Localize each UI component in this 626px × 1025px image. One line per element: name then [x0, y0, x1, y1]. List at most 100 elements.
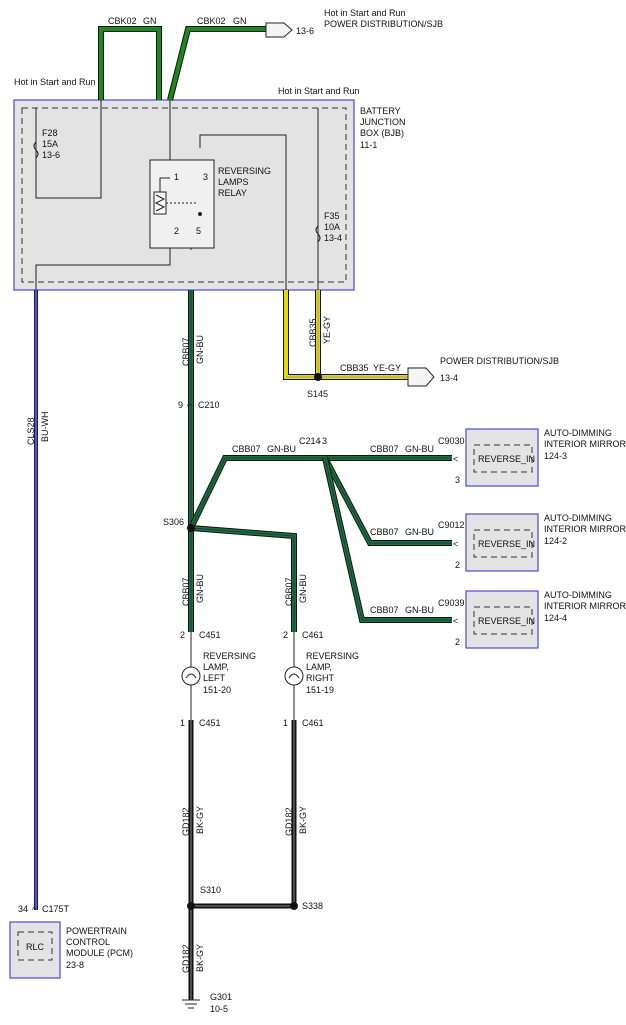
mirror-2-name-line2: INTERIOR MIRROR	[544, 524, 626, 534]
wire-label-cbb07-mirror3-color: GN-BU	[405, 605, 434, 615]
connector-c214-dash: -	[318, 436, 321, 446]
connector-c175t: C175T	[42, 904, 70, 914]
wire-label-gd182-ground-color: BK-GY	[195, 944, 205, 972]
wire-label-gd182-left: GD182	[181, 807, 191, 836]
wire-label-cbb07-mirror1: CBB07	[370, 444, 399, 454]
wire-label-cbb07-mirror3: CBB07	[370, 605, 399, 615]
hot-left-label: Hot in Start and Run	[14, 77, 96, 87]
lamp-right-name-line3: RIGHT	[306, 673, 335, 683]
splice-s145-dot	[314, 373, 322, 381]
mirror-2-connector: C9012	[438, 520, 465, 530]
pcm-inner-dashed	[17, 931, 53, 961]
connector-c451-bot: C451	[199, 718, 221, 728]
wire-label-cbb35-vert: CBB35	[308, 318, 318, 347]
bjb-ref: 11-1	[360, 140, 377, 150]
pcm-name-line2: CONTROL	[66, 937, 110, 947]
splice-s338-dot	[290, 902, 298, 910]
mirror-3-name-line2: INTERIOR MIRROR	[544, 601, 626, 611]
connector-c461-bot-pin: 1	[283, 718, 288, 728]
connector-c461-top-pin: 2	[283, 630, 288, 640]
wire-cbb07	[188, 290, 452, 632]
lamp-right-ref: 151-19	[306, 685, 334, 695]
wire-label-gd182-right: GD182	[284, 807, 294, 836]
splice-s145: S145	[307, 389, 328, 399]
mirror-3-name-line1: AUTO-DIMMING	[544, 590, 612, 600]
connector-c175t-arrow-icon: ^	[32, 905, 37, 915]
wire-label-cbb07-mirror2: CBB07	[370, 527, 399, 537]
lamp-right-bulb-icon	[284, 666, 304, 686]
wire-label-gd182-left-color: BK-GY	[195, 806, 205, 834]
connector-c210-pin: 9	[178, 400, 183, 410]
relay-name-line2: LAMPS	[218, 177, 249, 187]
relay-name-line3: RELAY	[218, 188, 247, 198]
lamp-left-filament	[185, 673, 197, 679]
hot-right-label: Hot in Start and Run	[278, 86, 360, 96]
relay-pin-2: 2	[174, 226, 179, 236]
mirror-3: REVERSE_IN C9039 2 AUTO-DIMMING INTERIOR…	[438, 590, 626, 649]
wire-label-cbb07-branch1: CBB07	[232, 444, 261, 454]
ground-name: G301	[210, 992, 232, 1002]
mirror-1-connector: C9030	[438, 436, 465, 446]
fuse-f28-line1: F28	[42, 128, 58, 138]
wire-label-cbb07-mirror2-color: GN-BU	[405, 527, 434, 537]
mirror-1-ref: 124-3	[544, 451, 567, 461]
connector-c175t-pin: 34	[18, 904, 28, 914]
pcm-name-line1: POWERTRAIN	[66, 926, 127, 936]
splice-s310: S310	[200, 885, 221, 895]
lamp-right-filament	[288, 673, 300, 679]
hot-top-line2: POWER DISTRIBUTION/SJB	[324, 19, 443, 29]
ground-ref: 10-5	[210, 1004, 228, 1014]
hot-top-ref: 13-6	[296, 26, 314, 36]
wire-cbb35	[283, 290, 408, 380]
hot-top-line1: Hot in Start and Run	[324, 8, 406, 18]
splice-s306: S306	[163, 517, 184, 527]
relay-coil-winding	[154, 194, 166, 212]
bjb-name-line3: BOX (BJB)	[360, 128, 404, 138]
fuse-f28-line2: 15A	[42, 139, 58, 149]
connector-c210-arrow-icon: ^	[187, 401, 192, 411]
lamp-right-name-line1: REVERSING	[306, 651, 359, 661]
wire-label-cbb07-right-lamp: CBB07	[284, 577, 294, 606]
fuse-f35-line2: 10A	[324, 222, 340, 232]
lamp-left-name-line2: LAMP,	[203, 662, 229, 672]
wire-label-cbb07-mirror1-color: GN-BU	[405, 444, 434, 454]
lamp-left-name-line1: REVERSING	[203, 651, 256, 661]
connector-c451-bot-pin: 1	[180, 718, 185, 728]
connector-c461-bot: C461	[302, 718, 324, 728]
wire-label-cbk02-right-color: GN	[233, 16, 247, 26]
connector-c210: C210	[198, 400, 220, 410]
relay-pin-3: 3	[203, 172, 208, 182]
wire-label-cbb35-horiz: CBB35	[340, 363, 369, 373]
connector-c461-top: C461	[302, 630, 324, 640]
mirror-3-arrow-icon: <	[453, 616, 458, 626]
relay-pin-1: 1	[174, 172, 179, 182]
splice-s306-dot	[187, 524, 195, 532]
connector-c451-top-pin: 2	[180, 630, 185, 640]
mirror-2-ref: 124-2	[544, 536, 567, 546]
relay-pin-5: 5	[196, 226, 201, 236]
mirror-3-connector: C9039	[438, 598, 465, 608]
wire-cbk02	[98, 26, 266, 101]
mirror-1: REVERSE_IN C9030 3 AUTO-DIMMING INTERIOR…	[438, 428, 626, 487]
relay-switch-lines	[159, 177, 170, 192]
lamp-left-name-line3: LEFT	[203, 673, 226, 683]
fuse-f35-line1: F35	[324, 211, 340, 221]
wire-label-cbb07-left-lamp-color: GN-BU	[195, 574, 205, 603]
mirror-2-inner: REVERSE_IN	[478, 539, 535, 549]
mirror-3-inner: REVERSE_IN	[478, 616, 535, 626]
mirror-2: REVERSE_IN C9012 2 AUTO-DIMMING INTERIOR…	[438, 513, 626, 572]
mirror-1-name-line1: AUTO-DIMMING	[544, 428, 612, 438]
lamp-left-ref: 151-20	[203, 685, 231, 695]
splice-s338: S338	[302, 901, 323, 911]
power-dist-top-arrow-icon	[265, 22, 293, 38]
pcm-name-line3: MODULE (PCM)	[66, 948, 133, 958]
power-dist-bottom-arrow-icon	[407, 367, 435, 387]
mirror-1-arrow-icon: <	[453, 454, 458, 464]
wire-label-cls28-color: BU-WH	[40, 412, 50, 443]
wire-label-cbk02-left: CBK02	[108, 16, 137, 26]
pcm-inner: RLC	[26, 942, 45, 952]
wire-label-gd182-ground: GD182	[181, 944, 191, 973]
relay-name-line1: REVERSING	[218, 166, 271, 176]
connector-c214-pin: 3	[322, 436, 327, 446]
wire-label-cbb07-left-lamp: CBB07	[181, 577, 191, 606]
